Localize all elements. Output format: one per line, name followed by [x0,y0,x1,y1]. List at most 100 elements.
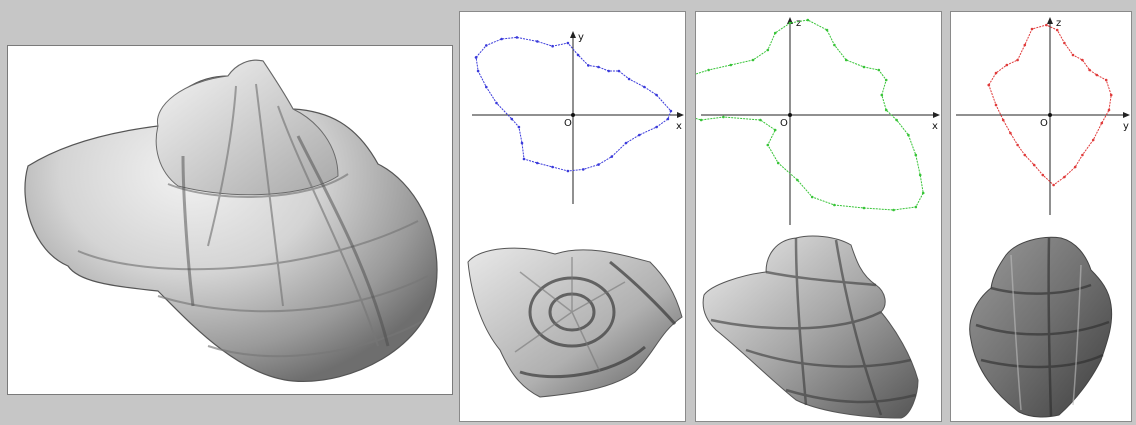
xy-contour-point [500,37,503,41]
xy-contour [474,36,673,173]
xz-contour-point [825,28,829,32]
x-axis-arrow-icon [933,112,940,118]
xz-contour-point [810,195,814,199]
xz-contour-point [773,31,777,35]
shell-top-view-render [467,247,683,398]
xz-contour-point [907,133,910,137]
origin-label: O [564,118,572,129]
xy-contour-point [485,85,488,89]
yz-contour-point [994,103,998,107]
xy-contour-point [510,117,514,121]
yz-contour-point [1023,153,1027,157]
xz-projection-panel[interactable]: x z O [695,11,942,422]
origin-point [788,113,792,117]
xz-contour-point [699,118,703,122]
xz-contour-point [806,18,810,22]
x-axis-label: x [932,121,938,132]
xy-contour-point [536,40,539,43]
xz-contour-point [844,58,848,62]
xy-contour-point [617,69,621,73]
xz-contour-point [729,63,733,67]
yz-contour-point [1100,121,1104,125]
xz-contour-point [862,65,866,69]
yz-contour [987,23,1113,187]
yz-contour-point [1016,143,1019,147]
xz-contour-point [788,21,792,25]
yz-contour-point [1055,28,1059,32]
yz-contour-point [1071,53,1075,57]
xz-contour-point [833,43,836,47]
xz-contour-point [833,203,836,207]
xz-contour-point [884,108,888,112]
xy-contour-line [475,36,672,172]
yz-contour-point [1107,108,1111,112]
xy-contour-point [576,53,580,57]
xz-contour-point [722,115,725,119]
xz-contour-point [918,173,922,177]
xy-contour-point [520,141,524,145]
shell-3d-render [24,59,438,383]
xz-contour-point [776,161,780,165]
xy-contour-point [627,77,631,81]
xy-contour-point [669,109,673,113]
yz-contour-point [1091,138,1095,142]
xz-contour-point [759,118,762,122]
xz-contour-point [921,191,925,195]
xy-contour-point [607,69,610,73]
xz-contour [696,18,925,212]
xz-contour-point [892,208,895,212]
yz-contour-point [1109,93,1113,97]
xy-contour-point [551,165,554,169]
yz-contour-point [1081,153,1084,157]
xy-contour-point [495,101,498,105]
xy-contour-point [624,141,628,145]
main-3d-view[interactable] [7,45,453,395]
xz-contour-point [766,143,770,147]
yz-projection-panel[interactable]: y z O [950,11,1132,422]
yz-contour-point [1081,58,1084,62]
xz-contour-point [796,178,799,182]
xz-contour-point [862,206,866,210]
xy-contour-point [536,161,539,165]
xz-contour-plot: x z O [696,17,940,225]
xy-contour-point [581,168,585,171]
xy-contour-point [655,125,658,129]
x-axis-label: x [676,121,682,132]
xy-contour-point [566,41,570,45]
xy-contour-point [476,69,480,73]
xy-projection-panel[interactable]: x y O [459,11,686,422]
yz-contour-point [1073,165,1077,169]
shell-side-view-render [969,236,1113,418]
yz-contour-line [988,24,1112,186]
yz-contour-point [987,83,991,87]
xz-contour-point [766,48,770,52]
xy-contour-point [655,93,658,97]
xy-contour-point [643,85,646,89]
yz-contour-point [1032,163,1036,167]
y-axis-arrow-icon [1123,112,1130,118]
xz-contour-point [877,68,881,72]
yz-contour-point [1041,173,1045,177]
yz-contour-point [1052,183,1055,187]
xz-contour-point [895,118,898,122]
origin-label: O [1040,118,1048,129]
xy-contour-point [610,155,614,158]
shell-front-view-render [702,235,919,419]
z-axis-arrow-icon [1047,17,1053,24]
yz-contour-point [1023,43,1027,47]
yz-contour-point [1088,68,1091,72]
xy-contour-point [638,133,641,137]
xz-contour-point [880,93,884,97]
yz-contour-point [1095,73,1099,77]
y-axis-arrow-icon [570,31,576,38]
yz-contour-point [1016,58,1019,62]
xz-contour-point [707,68,710,72]
xz-contour-point [773,128,777,132]
xy-contour-point [666,117,670,121]
y-axis-label: y [578,32,584,43]
x-axis-arrow-icon [677,112,684,118]
yz-contour-point [1063,41,1066,45]
z-axis-label: z [796,18,801,29]
origin-label: O [780,118,788,129]
xy-contour-point [515,36,519,39]
